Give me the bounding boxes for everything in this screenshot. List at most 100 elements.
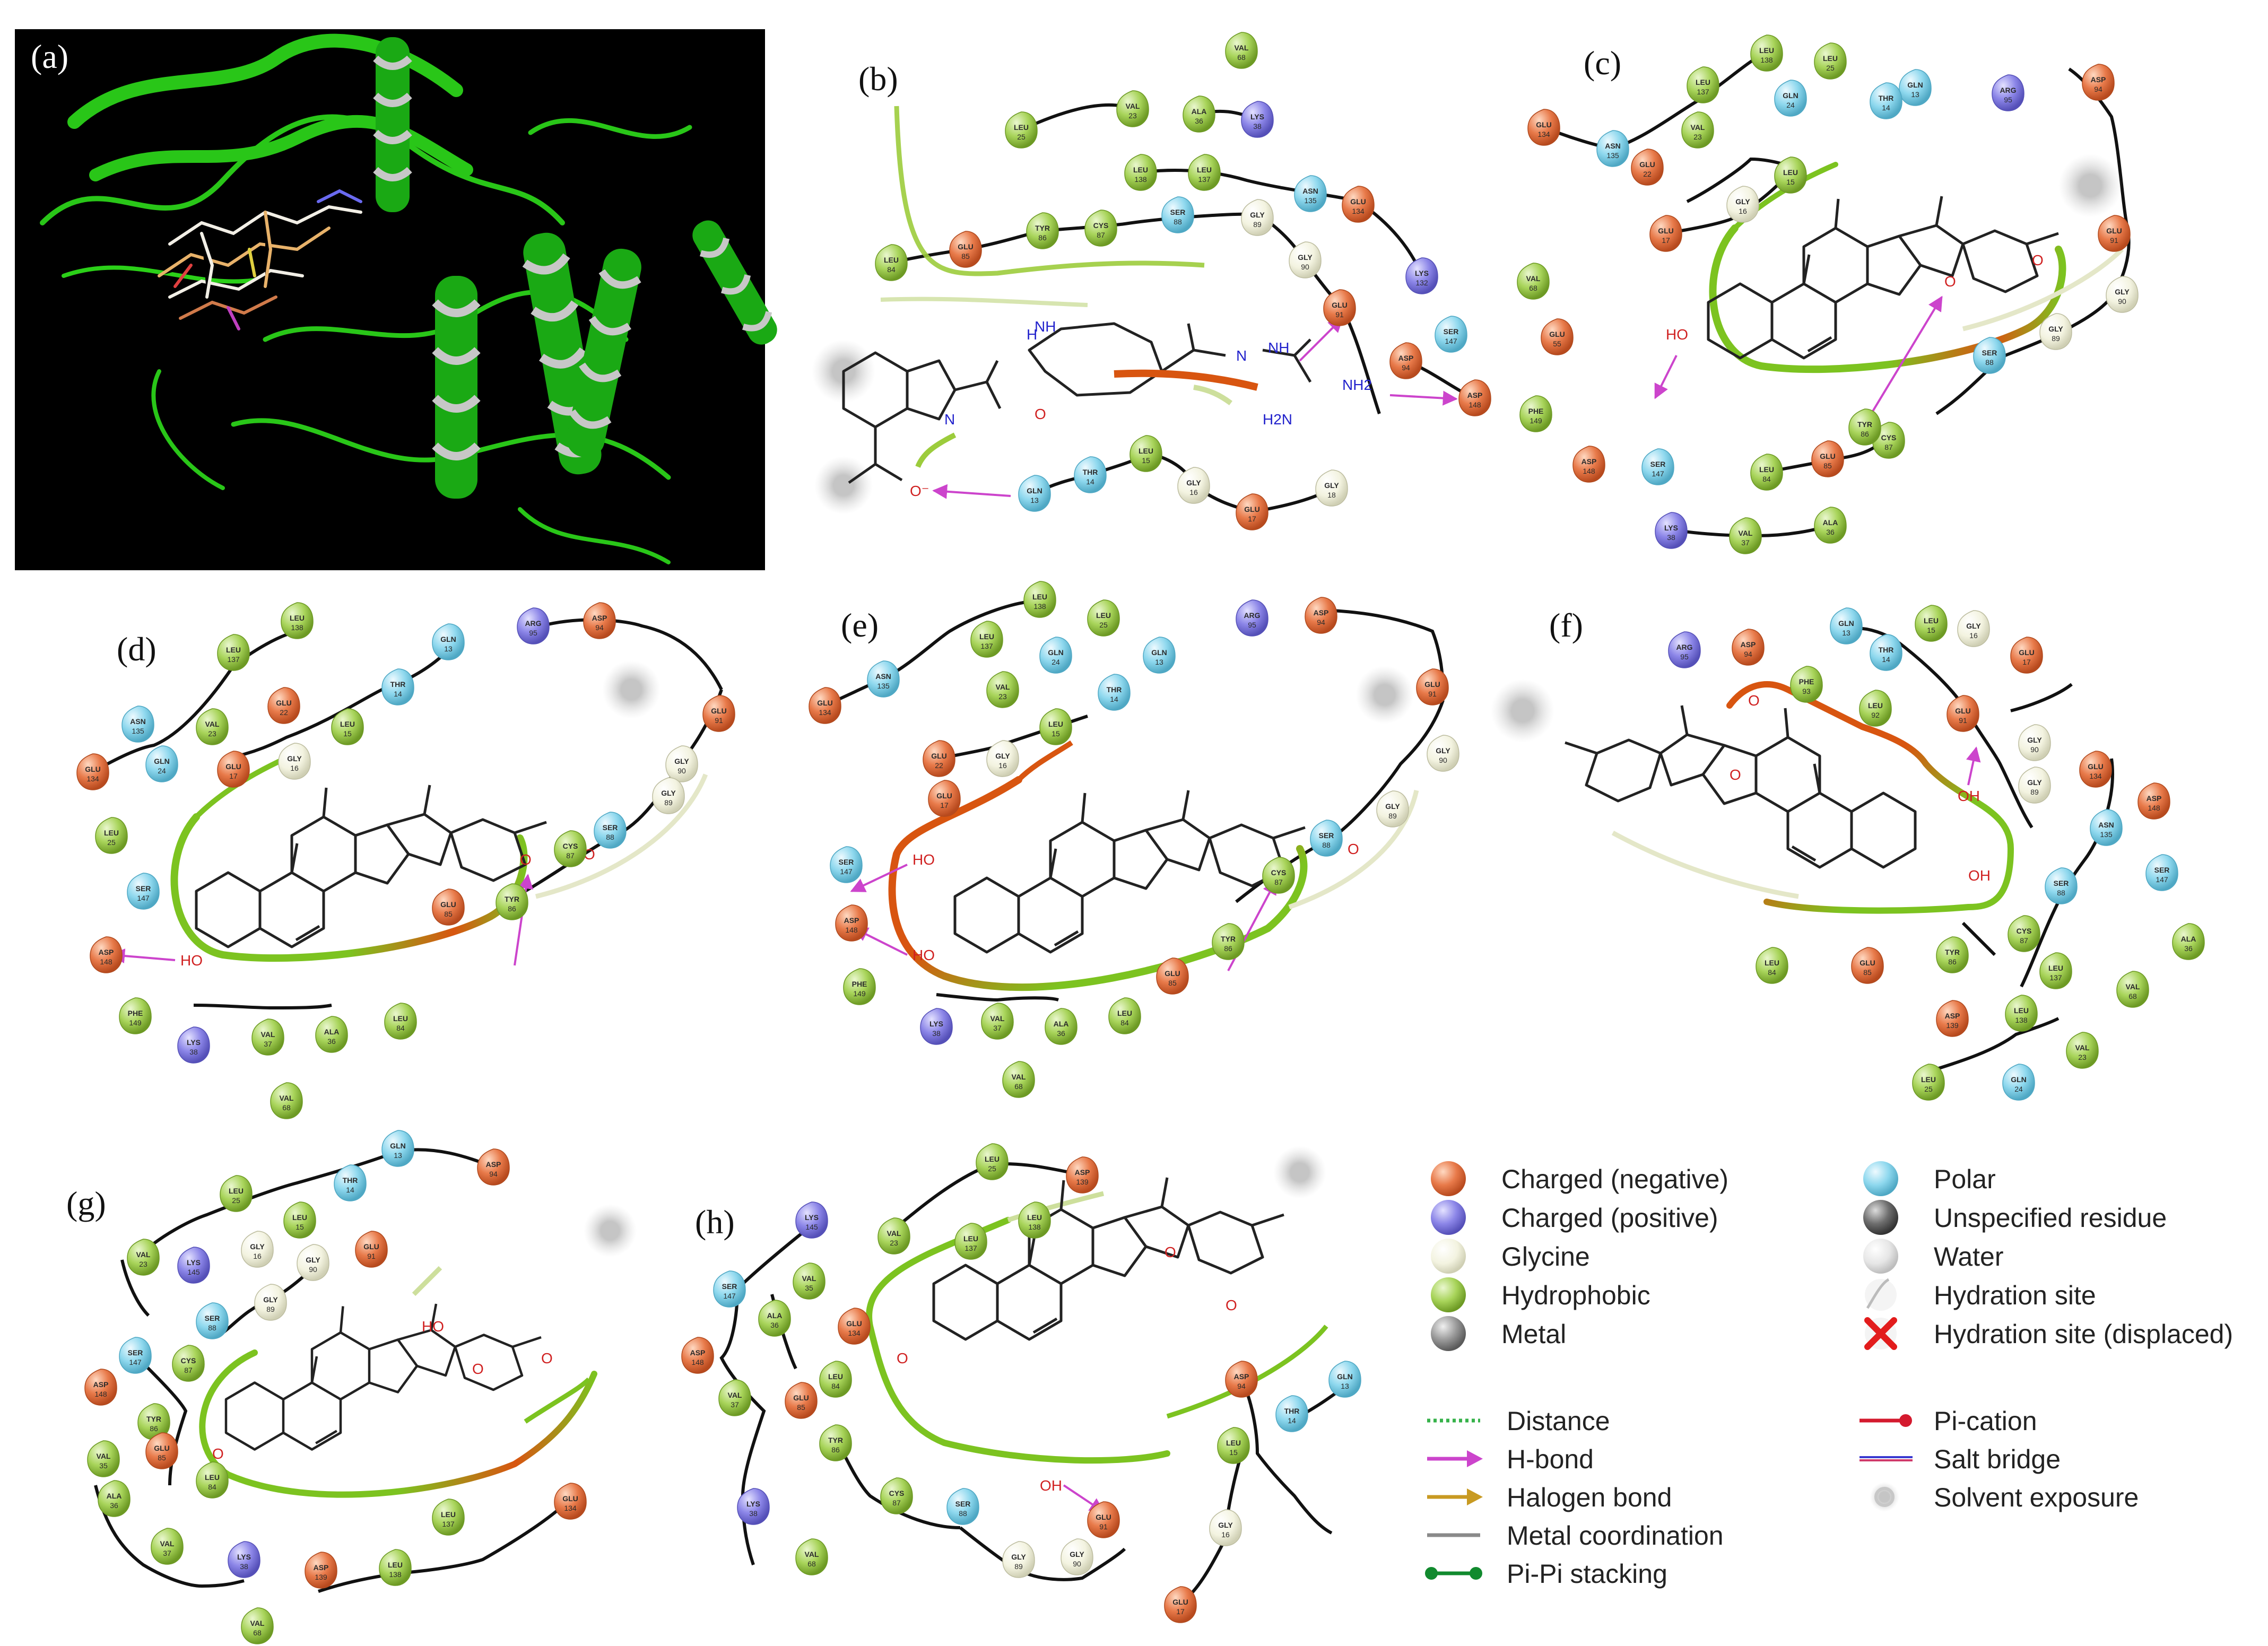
panel-label-c: (c) [1584,44,1621,82]
residue-badge [1870,634,1902,671]
legend-residue-types: Charged (negative) Charged (positive) Gl… [1431,1161,2233,1351]
residue-name: LEU [1765,959,1779,967]
residue-name: VAL [1235,43,1249,52]
residue-name: LYS [1250,112,1264,121]
residue-badge [2005,995,2038,1032]
residue-number: 23 [208,729,216,738]
residue-name: GLU [1350,197,1366,206]
legend-item-metal: Metal [1431,1316,1566,1351]
residue-badge [875,244,908,281]
atom-label: H [1027,326,1037,343]
residue-badge [713,1270,746,1308]
residue-number: 149 [129,1018,142,1027]
residue-name: GLY [1186,478,1201,487]
residue-badge [1342,186,1375,223]
atom-label: HO [180,952,203,969]
residue-number: 134 [1537,130,1550,138]
residue-number: 137 [227,655,240,664]
residue-name: GLY [1436,746,1450,755]
residue-name: ALA [1192,107,1207,116]
residue-badge [477,1148,510,1186]
residue-badge [241,1231,274,1268]
legend-label: Hydration site [1934,1281,2096,1310]
residue-badge [432,1499,465,1536]
residue-badge [196,1302,229,1339]
atom-label: O [1226,1297,1237,1313]
residue-badge [1750,34,1783,72]
atom-label: O [897,1350,908,1366]
residue-name: LYS [1664,524,1678,532]
residue-name: GLY [2027,736,2042,744]
residue-badge [1405,257,1438,294]
residue-number: 14 [1288,1416,1296,1425]
residue-number: 149 [853,989,866,998]
residue-name: GLU [1536,120,1552,129]
residue-name: LEU [1048,720,1063,728]
legend-item-charged-positive: Charged (positive) [1431,1200,1718,1235]
panel-label-h: (h) [695,1203,735,1241]
residue-badge [2145,854,2178,891]
residue-badge [1087,599,1120,637]
legend-item-polar: Polar [1863,1161,1996,1196]
residue-name: ASP [99,948,114,956]
residue-name: ASP [1234,1372,1249,1381]
legend-label: Water [1934,1242,2004,1271]
ligand-e: HO HO O O [850,666,1419,991]
residue-number: 16 [1221,1530,1230,1539]
residue-badge [1790,666,1823,703]
atom-label: O [1944,273,1956,290]
residue-badge [867,660,900,698]
residue-number: 87 [184,1366,193,1374]
legend-interactions: Distance H-bond Halogen bond Metal coord… [1425,1406,2139,1589]
residue-badge [1655,512,1688,549]
residue-number: 84 [208,1483,216,1491]
residue-number: 37 [264,1040,272,1048]
residue-number: 38 [1667,533,1675,542]
atom-label: HO [1666,326,1688,343]
residue-number: 137 [2049,973,2062,982]
residue-number: 95 [1248,621,1256,629]
residue-number: 90 [677,767,686,775]
residue-number: 16 [253,1252,262,1260]
residue-name: VAL [97,1452,111,1460]
residue-name: ARG [2000,86,2016,94]
residue-name: TYR [1035,224,1050,232]
residue-name: LYS [1415,269,1429,277]
residue-badge [1183,95,1215,133]
residue-badge [1045,1008,1077,1045]
residue-badge [1018,475,1051,512]
residue-name: LEU [388,1561,403,1569]
residue-name: SER [1170,208,1186,216]
residue-name: ARG [1676,643,1692,651]
residue-badge [1517,263,1550,300]
residue-name: LEU [104,829,119,837]
